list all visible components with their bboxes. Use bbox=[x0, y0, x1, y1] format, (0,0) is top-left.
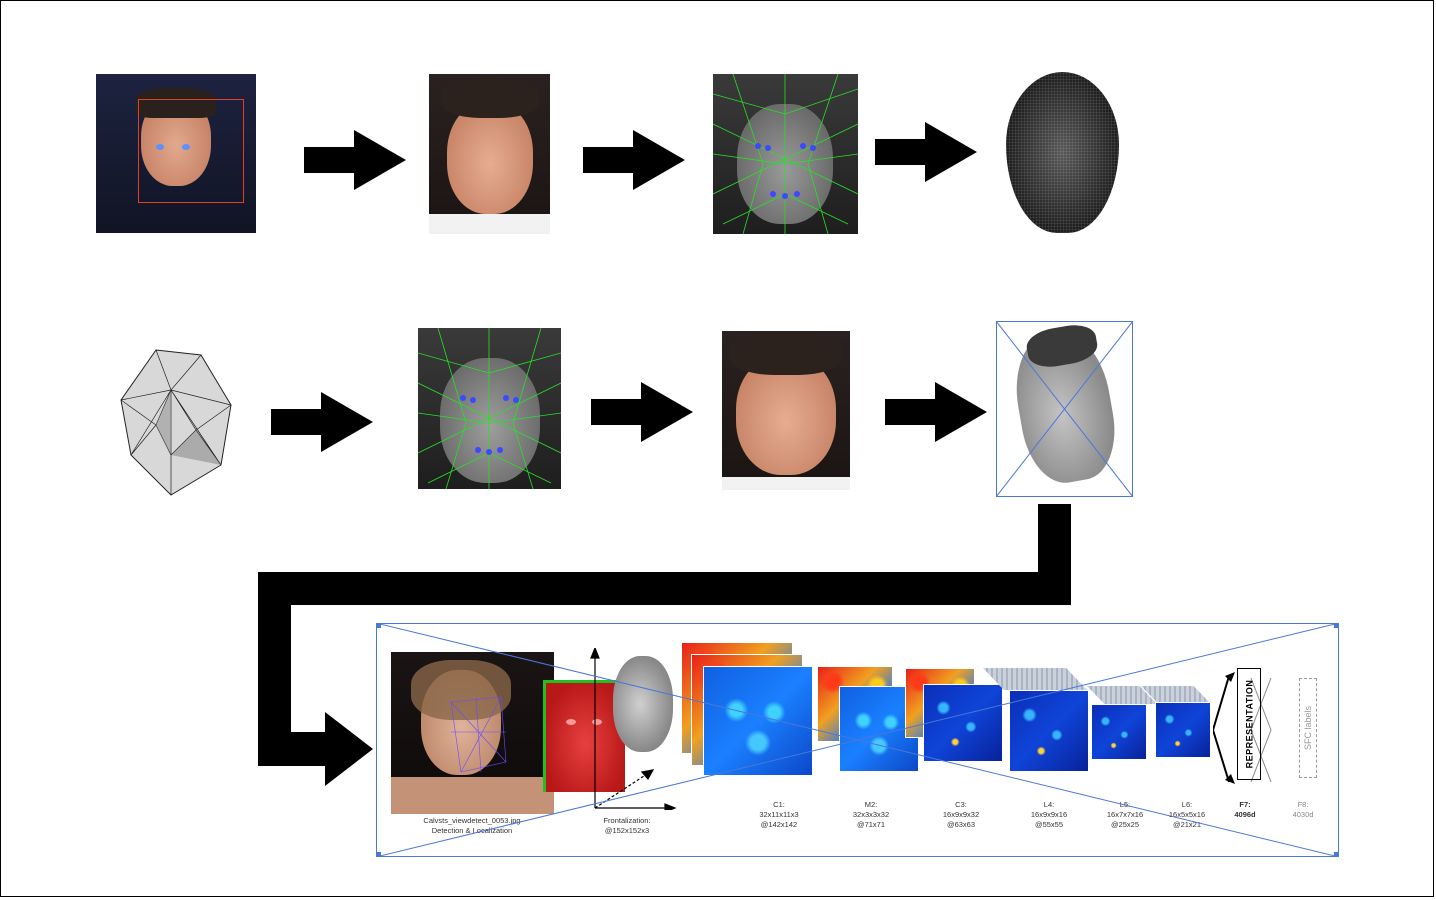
deepface-architecture-panel: REPRESENTATION SFC labels Calvsts_viewde… bbox=[376, 623, 1339, 857]
detection-box bbox=[138, 99, 244, 203]
cropped-face-photo bbox=[429, 74, 550, 234]
sfc-label: SFC labels bbox=[1303, 706, 1313, 750]
c3-caption: C3:16x9x9x32@63x63 bbox=[929, 800, 993, 830]
input-photo-with-detection bbox=[96, 74, 256, 233]
c1-caption: C1:32x11x11x3@142x142 bbox=[747, 800, 811, 830]
l5-feature-map bbox=[1091, 704, 1147, 760]
sfc-labels-box: SFC labels bbox=[1299, 678, 1317, 778]
representation-label: REPRESENTATION bbox=[1244, 680, 1254, 769]
arrow-right-icon bbox=[583, 130, 685, 190]
l6-feature-map bbox=[1155, 702, 1211, 758]
arrow-right-icon bbox=[875, 122, 977, 182]
c1-feature-map bbox=[703, 666, 813, 776]
frontalized-face-photo bbox=[722, 331, 850, 490]
l4-feature-map bbox=[1009, 690, 1089, 772]
representation-box: REPRESENTATION bbox=[1237, 668, 1261, 780]
f7-caption: F7:4096d bbox=[1225, 800, 1265, 820]
3d-face-model bbox=[1006, 72, 1119, 233]
c3-feature-map bbox=[923, 684, 1003, 762]
axes-icon bbox=[587, 648, 677, 810]
rotated-gray-face-image bbox=[996, 321, 1133, 497]
landmark-mesh-frontal-photo bbox=[418, 328, 561, 489]
arrow-right-icon bbox=[885, 382, 987, 442]
arrow-right-icon bbox=[271, 392, 373, 452]
l4-caption: L4:16x9x9x16@55x55 bbox=[1017, 800, 1081, 830]
arrow-right-icon bbox=[591, 382, 693, 442]
landmark-mesh-photo bbox=[713, 74, 858, 234]
l6-caption: L6:16x5x5x16@21x21 bbox=[1157, 800, 1217, 830]
f8-caption: F8:4030d bbox=[1283, 800, 1323, 820]
input-face-photo-with-mesh bbox=[391, 652, 554, 814]
frontalization-caption: Frontalization:@152x152x3 bbox=[577, 816, 677, 836]
arrow-right-icon bbox=[304, 130, 406, 190]
l5-caption: L5:16x7x7x16@25x25 bbox=[1095, 800, 1155, 830]
triangulated-face-model bbox=[116, 345, 236, 500]
m2-caption: M2:32x3x3x32@71x71 bbox=[839, 800, 903, 830]
